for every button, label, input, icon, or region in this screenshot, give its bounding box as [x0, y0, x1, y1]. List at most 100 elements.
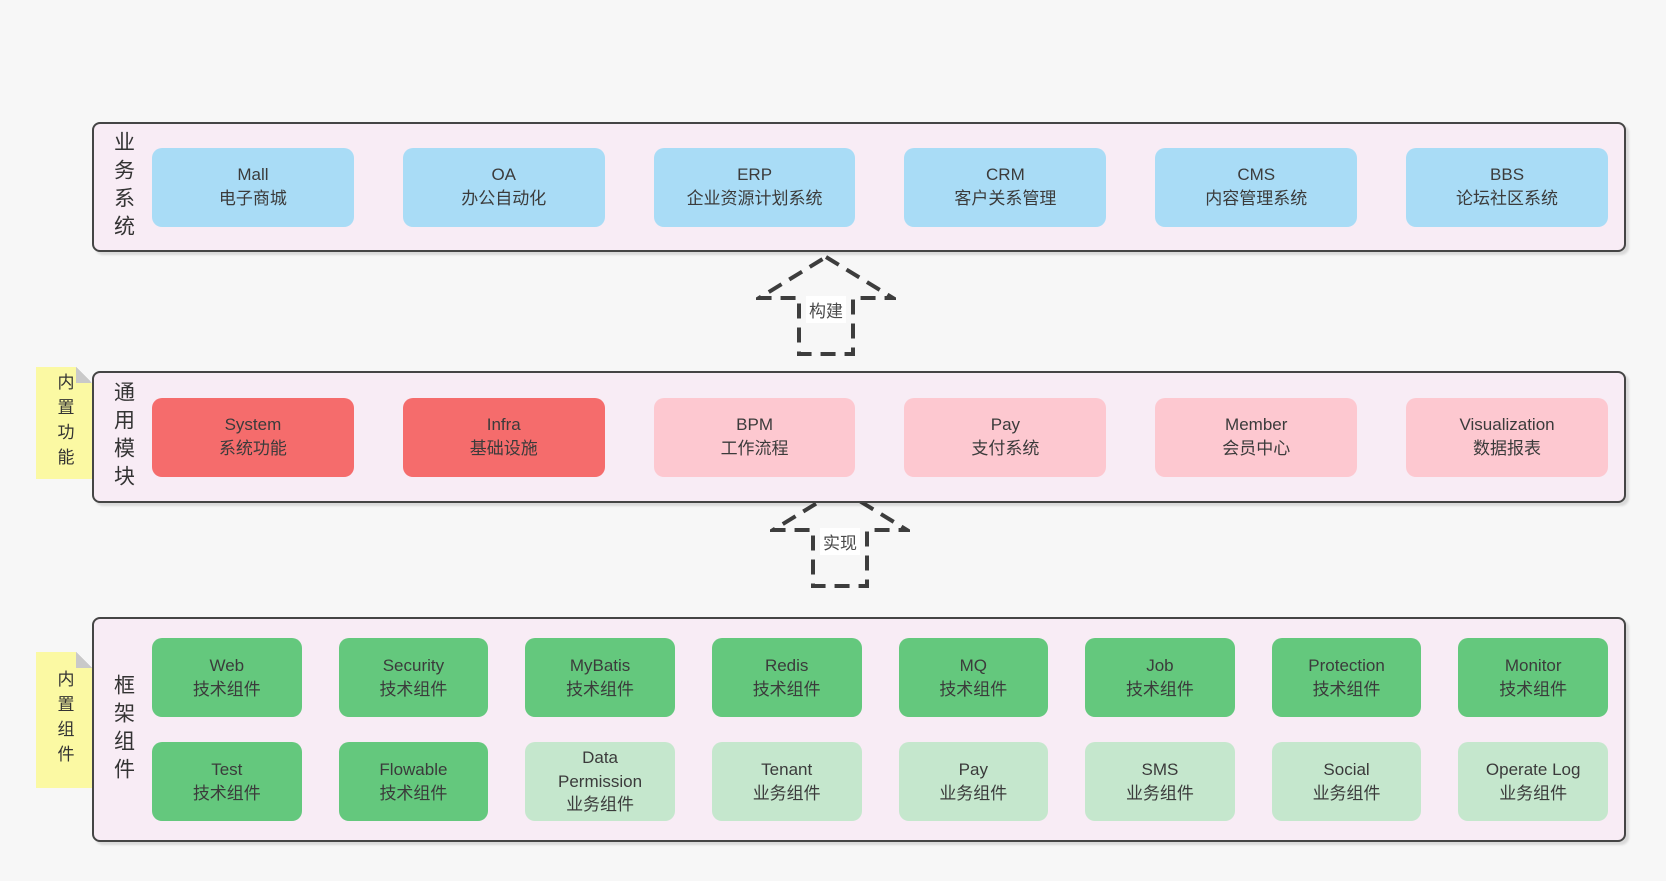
- box-title: MyBatis: [569, 655, 631, 675]
- box-subtitle: 办公自动化: [461, 189, 547, 208]
- components-box-security: Security 技术组件: [338, 638, 489, 717]
- components-box-redis: Redis 技术组件: [711, 638, 862, 717]
- components-box-mybatis: MyBatis 技术组件: [525, 638, 675, 717]
- box-title: Monitor: [1504, 655, 1562, 675]
- box-subtitle: 技术组件: [1499, 679, 1568, 699]
- layer-label-text: 框架组件: [111, 673, 135, 786]
- implement-arrow: 实现: [770, 486, 910, 590]
- components-box-job: Job 技术组件: [1085, 638, 1235, 717]
- modules-box-visualization: Visualization 数据报表: [1406, 397, 1608, 477]
- layer-label-text: 业务系统: [111, 131, 135, 243]
- box-title: Tenant: [761, 759, 813, 779]
- box-subtitle: 业务组件: [1125, 783, 1194, 803]
- business-box-bbs: BBS 论坛社区系统: [1406, 147, 1608, 227]
- box-subtitle: 电子商城: [218, 189, 287, 208]
- box-title: Protection: [1308, 655, 1385, 675]
- box-title: CRM: [986, 165, 1025, 185]
- box-subtitle: 技术组件: [566, 679, 635, 699]
- box-title: Test: [211, 759, 243, 779]
- modules-box-pay: Pay 支付系统: [904, 397, 1107, 477]
- arrow-label-implement: 实现: [820, 528, 860, 555]
- box-title: Redis: [764, 655, 809, 675]
- box-title: BBS: [1490, 165, 1525, 185]
- box-title: Social: [1323, 759, 1370, 779]
- box-title: Pay: [990, 415, 1021, 435]
- box-subtitle: 企业资源计划系统: [686, 189, 823, 208]
- sticky-note-built-in-functions: 内置功能: [36, 367, 92, 479]
- business-box-mall: Mall 电子商城: [152, 147, 354, 227]
- box-title: System: [224, 415, 282, 435]
- box-title: Security: [382, 655, 445, 675]
- box-title: CMS: [1237, 165, 1276, 185]
- box-title: Visualization: [1459, 415, 1555, 435]
- modules-box-system: System 系统功能: [152, 397, 354, 477]
- business-box-cms: CMS 内容管理系统: [1155, 147, 1358, 227]
- box-subtitle: 技术组件: [1312, 679, 1381, 699]
- box-subtitle: 业务组件: [1499, 783, 1568, 803]
- sticky-note-built-in-components: 内置组件: [36, 652, 92, 788]
- components-box-tenant: Tenant 业务组件: [711, 742, 862, 821]
- box-title: Infra: [486, 415, 521, 435]
- layer-label-common-modules: 通用模块: [94, 373, 152, 501]
- layer-label-business-systems: 业务系统: [94, 124, 152, 250]
- components-box-pay: Pay 业务组件: [898, 742, 1049, 821]
- components-box-operate-log: Operate Log 业务组件: [1458, 742, 1608, 821]
- box-title: Data Permission: [558, 747, 643, 791]
- business-box-oa: OA 办公自动化: [402, 147, 605, 227]
- components-box-web: Web 技术组件: [152, 638, 302, 717]
- box-subtitle: 技术组件: [192, 783, 261, 803]
- box-subtitle: 业务组件: [939, 783, 1008, 803]
- box-title: BPM: [736, 415, 773, 435]
- dashed-up-arrow-icon: [756, 254, 896, 356]
- box-subtitle: 技术组件: [752, 679, 821, 699]
- box-subtitle: 工作流程: [720, 439, 789, 458]
- box-subtitle: 技术组件: [192, 679, 261, 699]
- box-title: Pay: [958, 759, 988, 779]
- box-title: Web: [209, 655, 245, 675]
- box-subtitle: 技术组件: [379, 783, 448, 803]
- components-box-data-permission: Data Permission 业务组件: [525, 742, 675, 821]
- layer-label-text: 通用模块: [111, 381, 135, 493]
- modules-box-infra: Infra 基础设施: [402, 397, 605, 477]
- box-title: OA: [491, 165, 517, 185]
- box-subtitle: 业务组件: [566, 795, 635, 815]
- dashed-up-arrow-icon: [770, 486, 910, 588]
- components-box-test: Test 技术组件: [152, 742, 302, 821]
- box-title: Mall: [237, 165, 269, 185]
- box-subtitle: 系统功能: [218, 439, 287, 458]
- layer-label-framework-components: 框架组件: [94, 619, 152, 840]
- box-title: Operate Log: [1485, 759, 1581, 779]
- components-box-social: Social 业务组件: [1271, 742, 1422, 821]
- box-title: MQ: [959, 655, 987, 675]
- box-subtitle: 业务组件: [1312, 783, 1381, 803]
- box-subtitle: 基础设施: [469, 439, 538, 458]
- box-subtitle: 业务组件: [752, 783, 821, 803]
- sticky-note-label: 内置组件: [54, 670, 74, 770]
- box-subtitle: 支付系统: [971, 439, 1040, 458]
- box-subtitle: 技术组件: [1125, 679, 1194, 699]
- sticky-note-label: 内置功能: [54, 373, 74, 473]
- components-box-protection: Protection 技术组件: [1271, 638, 1422, 717]
- box-title: Job: [1146, 655, 1174, 675]
- box-subtitle: 论坛社区系统: [1456, 189, 1559, 208]
- components-box-monitor: Monitor 技术组件: [1458, 638, 1608, 717]
- box-subtitle: 内容管理系统: [1205, 189, 1308, 208]
- box-title: ERP: [737, 165, 773, 185]
- box-subtitle: 技术组件: [379, 679, 448, 699]
- layer-common-modules: 通用模块 System 系统功能 Infra 基础设施 BPM 工作流程 Pay 支付系统 Me…: [92, 371, 1626, 503]
- box-subtitle: 数据报表: [1473, 439, 1542, 458]
